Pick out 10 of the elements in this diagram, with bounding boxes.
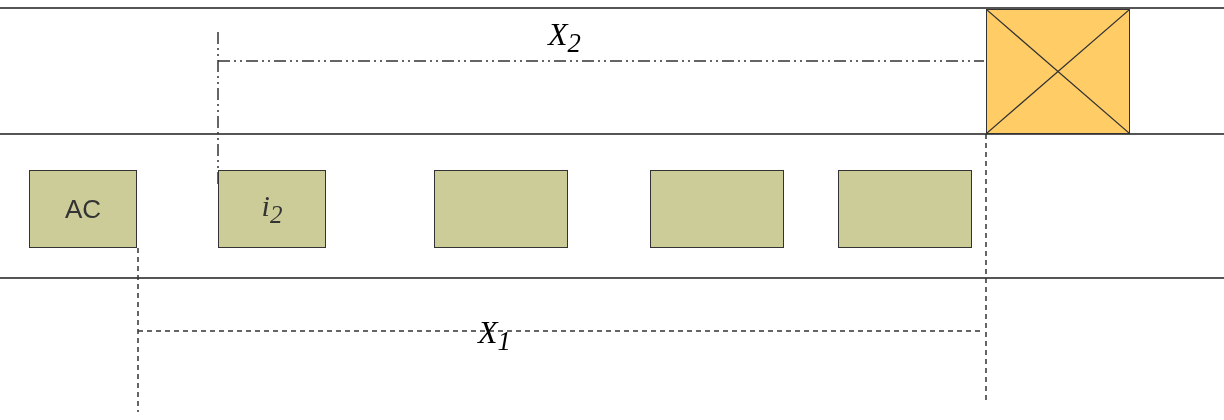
vehicle-label: i$_{2}$ xyxy=(261,189,283,229)
vehicle-box xyxy=(218,170,326,248)
vehicle-box xyxy=(650,170,784,248)
vehicle-label: AC xyxy=(64,193,102,225)
dimension-label: X$_{1}$ xyxy=(478,316,511,356)
dimension-label: X$_{2}$ xyxy=(548,18,581,58)
vehicle-box xyxy=(434,170,568,248)
vehicle-box xyxy=(29,170,137,248)
crossed-box xyxy=(986,9,1130,134)
vehicle-box xyxy=(838,170,972,248)
